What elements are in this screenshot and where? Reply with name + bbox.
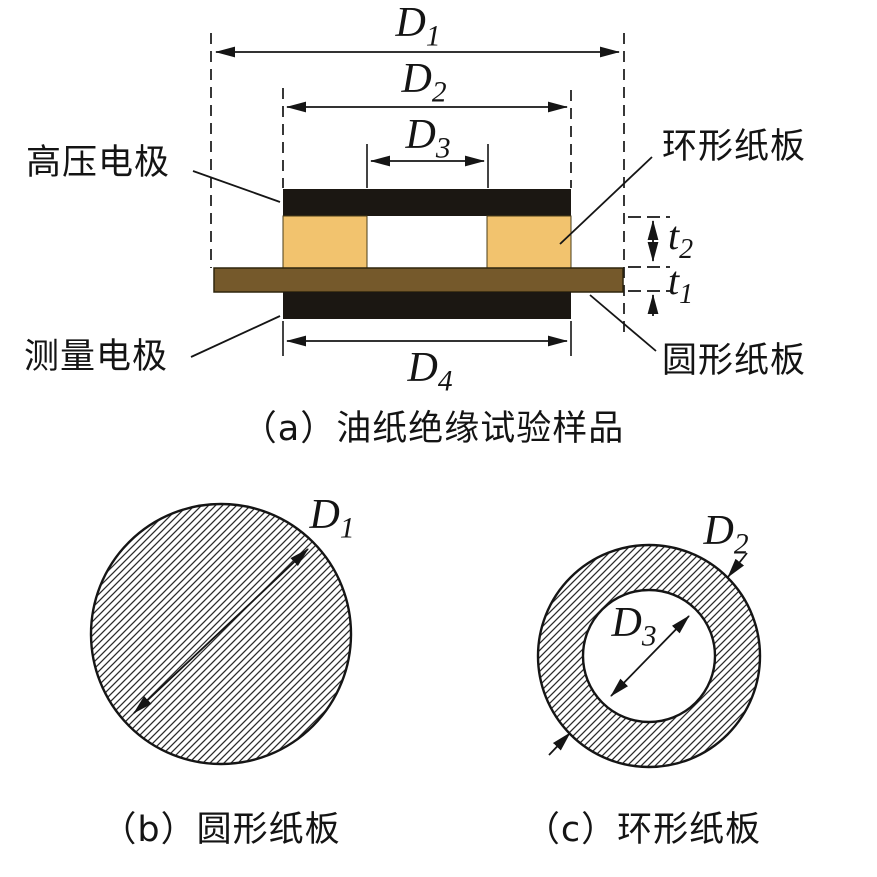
leader-circular-paperboard [589,294,657,352]
panel-b-drawing [89,502,353,766]
panel-c-drawing [536,543,762,769]
dim-d4-base: D [407,345,438,391]
leader-measuring-electrode [190,315,281,358]
label-circular-paperboard: 圆形纸板 [662,341,807,381]
dim-d3-sub: 3 [435,132,451,165]
dim-label-d2: D2 [401,56,446,107]
dim-arrow-d3-ring [610,615,690,697]
pointer-d2-ring [727,552,748,578]
panel-a-drawing [190,33,670,358]
dim-label-t2: t2 [668,213,693,264]
ring-board-left-section [282,215,368,269]
top-electrode [283,189,571,216]
dim-label-d4: D4 [407,345,452,396]
dim-label-d1: D1 [395,0,440,51]
ring-board-right-section [486,215,572,269]
leader-ring-paperboard [559,156,653,245]
dim-d2c-base: D [703,508,734,554]
dim-d2-sub: 2 [431,76,447,109]
dim-label-d2-ring: D2 [703,508,748,559]
dim-d2-base: D [401,56,432,102]
pointer-ring-lower-left [548,732,571,756]
circular-board-circle [89,502,353,766]
dim-d1-base: D [395,0,426,46]
label-ring-paperboard: 环形纸板 [662,127,807,167]
dim-d2c-sub: 2 [733,528,749,561]
dim-label-d3-ring: D3 [611,600,656,651]
dim-label-t1: t1 [668,258,693,309]
dim-t1-sub: 1 [679,279,694,310]
dim-t1-base: t [668,258,680,303]
dim-label-d3: D3 [405,112,450,163]
label-high-voltage-electrode: 高压电极 [26,143,171,183]
dim-d3-base: D [405,112,436,158]
caption-panel-c: （c）环形纸板 [524,810,762,850]
circular-board-section [213,267,624,293]
dim-d1b-base: D [309,492,340,538]
dim-d1b-sub: 1 [339,512,355,545]
dim-label-d1-circle: D1 [309,492,354,543]
dim-t2-sub: 2 [679,234,694,265]
bottom-electrode [283,292,571,319]
dim-d3c-sub: 3 [641,620,657,653]
label-measuring-electrode: 测量电极 [24,337,169,377]
caption-panel-b: （b）圆形纸板 [101,810,341,850]
dim-t2-base: t [668,213,680,258]
dim-d1-sub: 1 [425,20,441,53]
leader-high-voltage-electrode [192,170,281,203]
caption-panel-a: （a）油纸绝缘试验样品 [241,409,625,449]
dim-d3c-base: D [611,600,642,646]
dim-arrow-d1-circle [133,548,309,714]
dim-d4-sub: 4 [437,365,453,398]
